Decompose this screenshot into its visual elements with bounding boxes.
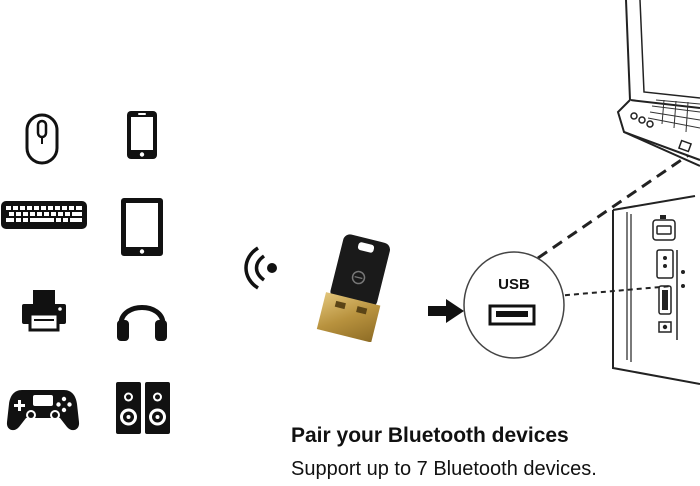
desktop-tower-icon [612,195,700,385]
headphones-icon [117,305,167,341]
keyboard-icon [1,201,87,229]
tablet-icon [121,198,163,256]
wireless-signal-icon [244,246,277,290]
usb-port-callout: USB [462,250,566,360]
smartphone-icon [127,111,157,159]
usb-label: USB [498,276,530,293]
arrow-right-icon [428,299,464,323]
laptop-icon [616,0,700,167]
bluetooth-usb-dongle [316,234,390,342]
caption-subtitle: Support up to 7 Bluetooth devices. [291,458,597,480]
printer-icon [22,290,66,332]
mouse-icon [25,113,59,165]
caption-title: Pair your Bluetooth devices [291,424,569,447]
speakers-icon [116,382,170,434]
gamepad-icon [6,390,80,431]
